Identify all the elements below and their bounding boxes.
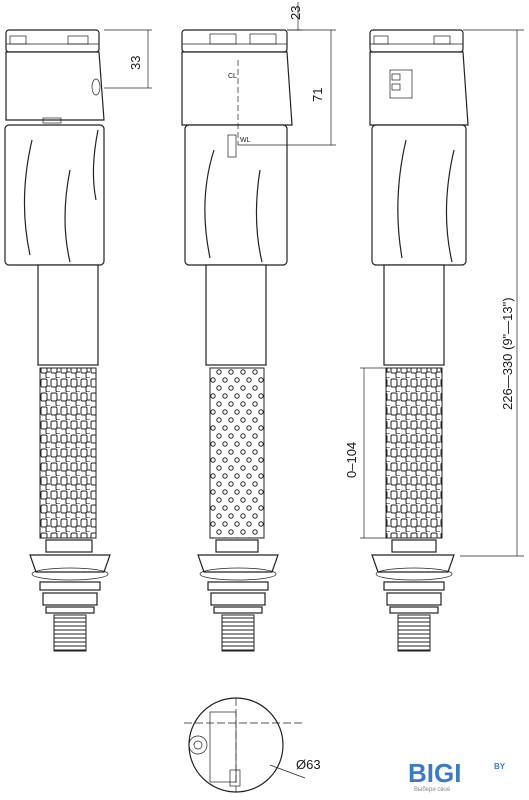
brand-logo: BIGI BY Выбери своё (408, 758, 526, 798)
dim-33-label: 33 (128, 56, 143, 70)
dimension-226-330: 226—330 (9"—13") (460, 29, 524, 557)
dim-23-label: 23 (288, 6, 303, 20)
logo-tagline: Выбери своё (414, 787, 451, 793)
dimension-33: 33 (104, 29, 152, 89)
dimension-71: 71 CL WL (228, 29, 336, 146)
dimension-0-104: 0–104 (344, 367, 386, 539)
wl-label: WL (240, 137, 251, 144)
valve-top-view: Ø63 (184, 697, 321, 793)
dim-71-label: 71 (310, 88, 325, 102)
dim-stroke-label: 0–104 (344, 442, 359, 478)
valve-view-rear (369, 29, 469, 652)
dim-total-label: 226—330 (9"—13") (500, 297, 515, 410)
dimension-23: 23 (287, 2, 303, 31)
cl-label: CL (228, 73, 237, 80)
logo-domain: BY (494, 762, 506, 771)
logo-brand: BIGI (408, 758, 462, 788)
valve-view-side (181, 29, 293, 652)
valve-view-front (4, 29, 111, 652)
diameter-label: Ø63 (296, 757, 321, 772)
